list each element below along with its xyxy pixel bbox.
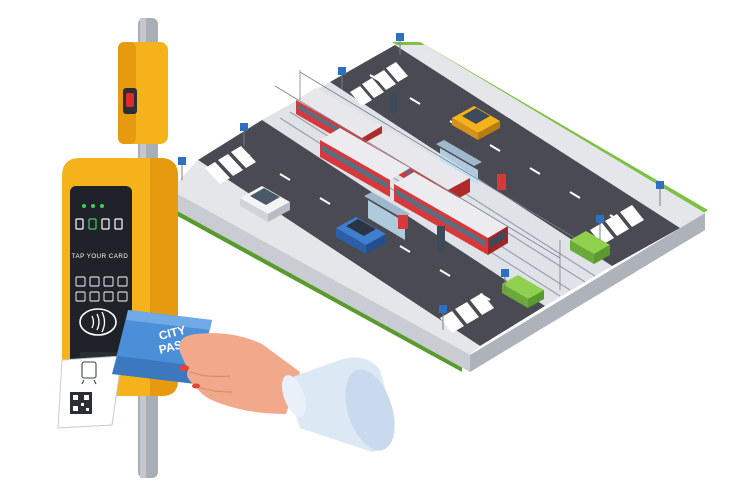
tap-your-card-text: TAP YOUR CARD (72, 253, 129, 260)
street-block (170, 33, 708, 372)
transport-mode-icons (75, 218, 123, 230)
tram-front (320, 128, 508, 255)
crosswalk-far (350, 62, 408, 106)
card-text-line1: CITY (157, 323, 187, 343)
ticket-tram-icon (81, 361, 97, 385)
tram-stop-shelter-far (436, 140, 506, 190)
validator-keypad (75, 276, 128, 302)
contactless-icon (79, 308, 117, 336)
yellow-taxi (452, 106, 500, 140)
stop-button-icon (126, 93, 134, 107)
hedge-near (502, 275, 544, 308)
stop-request-button-box (118, 42, 168, 144)
slab-side-right (470, 213, 705, 372)
sidewalk-far (395, 45, 705, 228)
white-car (240, 186, 290, 222)
hedge-right (570, 231, 610, 264)
printed-ticket (57, 355, 123, 429)
road-far (330, 45, 680, 266)
overhead-wires (274, 70, 586, 290)
sleeve-cuff (345, 369, 395, 451)
crosswalk-near-left (205, 146, 256, 184)
crosswalk-far-right (590, 205, 644, 245)
tram-stop-shelter-near (364, 192, 410, 240)
street-signs (178, 33, 664, 330)
crosswalk-near-right (440, 293, 494, 333)
slab-side-left (170, 190, 470, 372)
blue-car (336, 217, 386, 254)
qr-code-icon (70, 392, 92, 414)
fingernail (179, 365, 189, 371)
hand-with-sleeve (179, 333, 395, 452)
status-light-icon (82, 204, 86, 208)
